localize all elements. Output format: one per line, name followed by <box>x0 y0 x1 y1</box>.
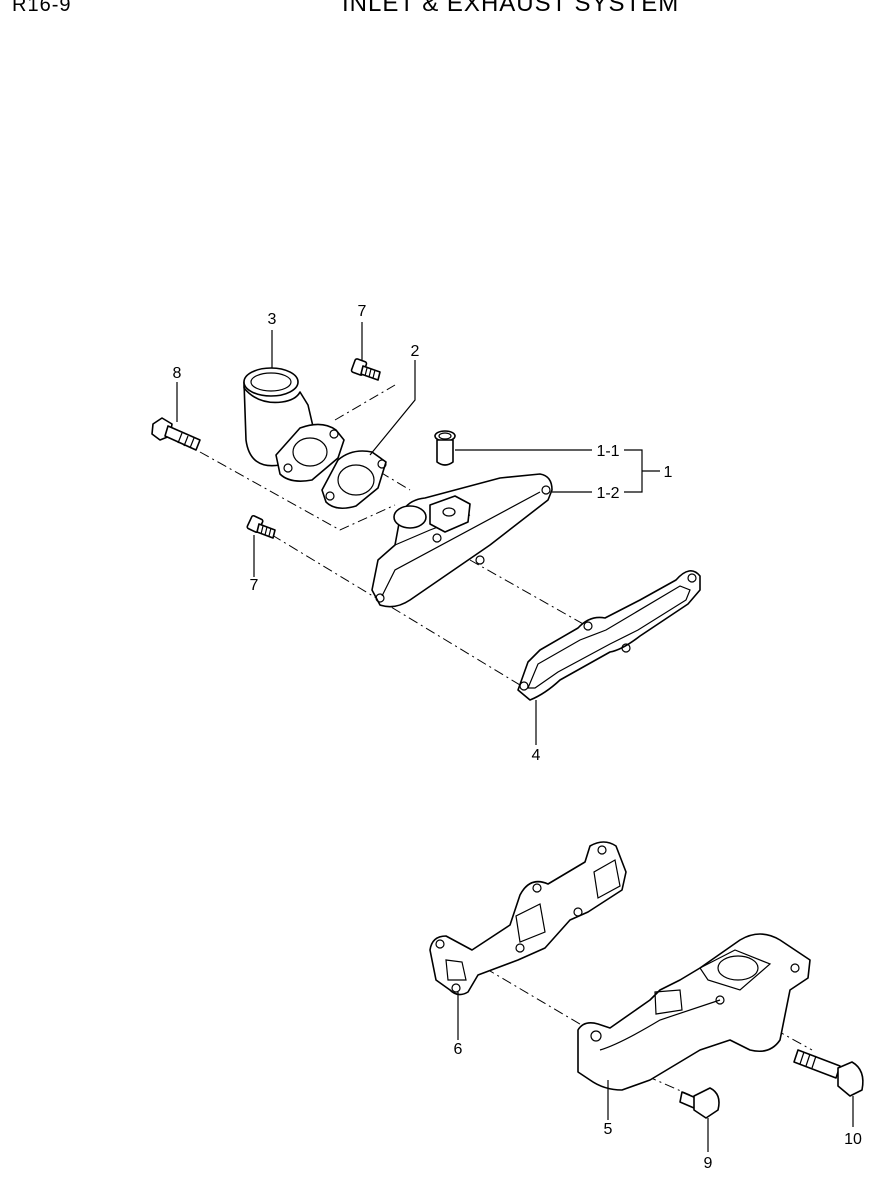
callout-10: 10 <box>844 1131 862 1148</box>
callout-6: 6 <box>454 1041 463 1058</box>
manifold-gasket <box>517 570 701 701</box>
callout-1-2: 1-2 <box>596 485 619 502</box>
page-code: R16-9 <box>12 0 72 16</box>
exhaust-manifold <box>577 933 811 1091</box>
page-title: INLET & EXHAUST SYSTEM <box>342 0 680 17</box>
callout-3: 3 <box>268 311 277 328</box>
callout-8: 8 <box>173 365 182 382</box>
callout-1: 1 <box>664 464 673 481</box>
long-bolt <box>151 417 201 451</box>
plug <box>434 430 456 466</box>
inlet-manifold <box>371 473 553 608</box>
callout-5: 5 <box>604 1121 613 1138</box>
exhaust-gasket <box>429 841 627 996</box>
callout-9: 9 <box>704 1155 713 1172</box>
short-bolt <box>679 1087 720 1119</box>
elbow-pipe <box>243 367 345 482</box>
callout-7-upper: 7 <box>358 303 367 320</box>
callout-2: 2 <box>411 343 420 360</box>
callout-7-lower: 7 <box>250 577 259 594</box>
exhaust-long-bolt <box>793 1049 864 1097</box>
callout-4: 4 <box>532 747 541 764</box>
bolt-lower <box>246 514 276 539</box>
bolt-upper <box>350 358 381 381</box>
flange-gasket <box>321 450 387 510</box>
callout-1-1: 1-1 <box>596 443 619 460</box>
